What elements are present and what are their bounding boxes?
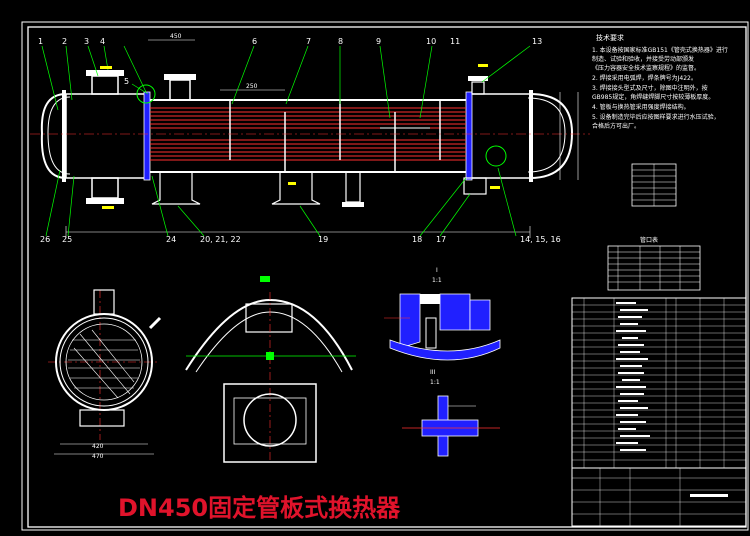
left-tubesheet (143, 91, 151, 181)
right-head (529, 93, 574, 179)
shell-inlet-nozzle (169, 79, 191, 101)
part-no-24: 24 (166, 235, 176, 244)
left-head (40, 93, 67, 179)
end-view: 420 470 (48, 289, 162, 460)
bom-rows (572, 298, 746, 468)
part-no-7: 7 (306, 37, 311, 46)
end-view-dim-2: 470 (92, 453, 104, 460)
nozzle-tags (100, 64, 500, 209)
part-no-19: 19 (318, 235, 328, 244)
section-i: I 1:1 (384, 267, 501, 361)
part-no-26: 26 (40, 235, 50, 244)
note-line-3: 《压力容器安全技术监察规程》的监督。 (592, 64, 700, 72)
tube-inlet-flange (86, 70, 124, 76)
note-line-4: 2. 焊接采用电弧焊，焊条牌号为J422。 (592, 74, 697, 82)
drawing-caption: DN450固定管板式换热器 (118, 494, 401, 522)
tube-bundle (150, 107, 466, 161)
left-head-inner (47, 96, 71, 175)
saddle-left (151, 172, 201, 205)
section-iii-scale: 1:1 (430, 379, 440, 386)
outer-frame (21, 21, 749, 531)
right-flange (529, 90, 533, 182)
part-no-8: 8 (338, 37, 343, 46)
part-leaders (41, 45, 531, 237)
nozzle-table-title: 管口表 (640, 236, 658, 244)
section-iii: III 1:1 (402, 369, 500, 457)
drain-nozzle (463, 177, 487, 195)
vent-flange (468, 76, 488, 81)
dim-mid-label: 250 (246, 83, 258, 90)
baffles (229, 100, 441, 172)
part-no-14-15-16: 14, 15, 16 (520, 235, 561, 244)
small-table (631, 163, 677, 207)
title-block (571, 467, 747, 527)
shell-inlet-flange (164, 74, 196, 80)
section-i-label: I (436, 267, 438, 274)
note-line-8: 5. 设备制造完毕后应按图样要求进行水压试验， (592, 113, 720, 121)
section-iii-label: III (430, 369, 436, 376)
part-no-18: 18 (412, 235, 422, 244)
part-no-17: 17 (436, 235, 446, 244)
detail-circle-1 (136, 84, 156, 104)
nozzle-table: 管口表 (607, 236, 701, 291)
part-no-6: 6 (252, 37, 257, 46)
part-no-25: 25 (62, 235, 72, 244)
part-number-labels: 1 2 3 4 5 6 7 8 9 10 11 13 26 25 24 20, … (38, 33, 561, 244)
left-channel (65, 93, 149, 179)
left-flange (62, 90, 66, 182)
shell (147, 99, 469, 173)
part-no-10: 10 (426, 37, 436, 46)
tube-inlet-nozzle (91, 75, 119, 95)
saddle-right (271, 172, 321, 205)
section-i-scale: 1:1 (432, 277, 442, 284)
part-no-20-21-22: 20, 21, 22 (200, 235, 241, 244)
bill-of-materials (571, 297, 747, 527)
note-line-9: 合格后方可出厂。 (592, 122, 640, 130)
shell-outlet-flange (342, 202, 364, 207)
right-head-inner (527, 97, 566, 173)
note-line-6: GB985规定，角焊缝焊脚尺寸按较薄板厚度。 (592, 93, 714, 101)
note-line-2: 制造、试验和验收，并接受劳动部颁发 (592, 55, 694, 63)
note-line-7: 4. 管板与换热管采用强度焊接结构。 (592, 103, 690, 111)
dim-top-label: 450 (170, 33, 182, 40)
note-line-1: 1. 本设备按国家标准GB151《管壳式换热器》进行 (592, 46, 728, 54)
notes-title: 技术要求 (596, 33, 624, 42)
end-view-dim-1: 420 (92, 443, 104, 450)
tube-layout-hatch (68, 329, 140, 399)
part-no-3: 3 (84, 37, 89, 46)
right-tubesheet (465, 91, 473, 181)
note-line-5: 3. 焊接接头型式及尺寸，除图中注明外，按 (592, 84, 708, 92)
bom-text-blocks (616, 302, 650, 451)
part-no-11: 11 (450, 37, 460, 46)
part-no-4: 4 (100, 37, 105, 46)
part-no-1: 1 (38, 37, 43, 46)
inner-frame (27, 26, 747, 528)
main-elevation-view (30, 39, 590, 238)
tube-outlet-flange (86, 198, 124, 204)
dimension-lines (65, 39, 579, 238)
saddle-detail (185, 276, 356, 463)
vent-nozzle (471, 81, 485, 95)
part-no-5: 5 (124, 77, 129, 86)
detail-circle-2 (485, 145, 507, 167)
part-no-9: 9 (376, 37, 381, 46)
tube-outlet-nozzle (91, 177, 119, 199)
technical-notes: 技术要求 1. 本设备按国家标准GB151《管壳式换热器》进行 制造、试验和验收… (592, 33, 728, 130)
part-no-2: 2 (62, 37, 67, 46)
part-no-13: 13 (532, 37, 542, 46)
shell-outlet-nozzle (345, 171, 361, 203)
